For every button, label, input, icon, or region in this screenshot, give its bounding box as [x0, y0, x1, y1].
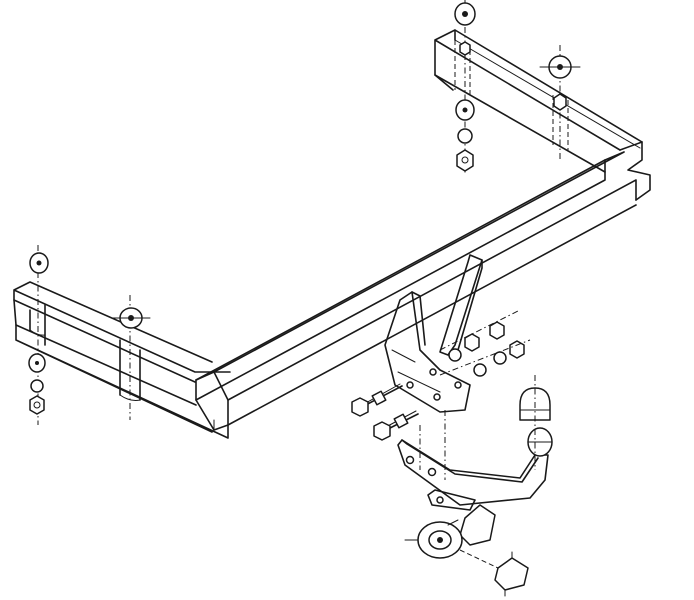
right-bolt-stack-b: [539, 55, 581, 111]
nut-icon: [464, 333, 480, 352]
crossbar: [195, 151, 637, 431]
tow-ball: [527, 427, 553, 457]
right-bolt-stack-a: [454, 2, 476, 172]
nut-icon: [553, 93, 567, 111]
side-hardware: [351, 309, 531, 480]
washer-icon: [473, 363, 487, 377]
nut-icon: [373, 421, 391, 441]
plug: [459, 549, 529, 597]
nut-icon: [456, 149, 474, 172]
nut-icon: [351, 397, 369, 417]
washer-icon: [448, 348, 462, 362]
nut-icon: [489, 321, 505, 340]
electrical-socket: [404, 504, 496, 559]
drop-plate: [384, 291, 471, 413]
nut-icon: [459, 41, 471, 56]
nut-icon: [29, 395, 45, 415]
tow-ball-neck: [397, 439, 549, 506]
nut-icon: [509, 340, 525, 359]
left-mounting-bracket: [13, 245, 231, 439]
spring-washer-icon: [30, 379, 44, 393]
left-bolt-stack-b: [111, 307, 151, 329]
diagonal-brace: [439, 254, 483, 356]
socket-plate: [427, 489, 476, 511]
left-bolt-stack-a: [28, 252, 49, 415]
spring-washer-icon: [457, 128, 473, 144]
